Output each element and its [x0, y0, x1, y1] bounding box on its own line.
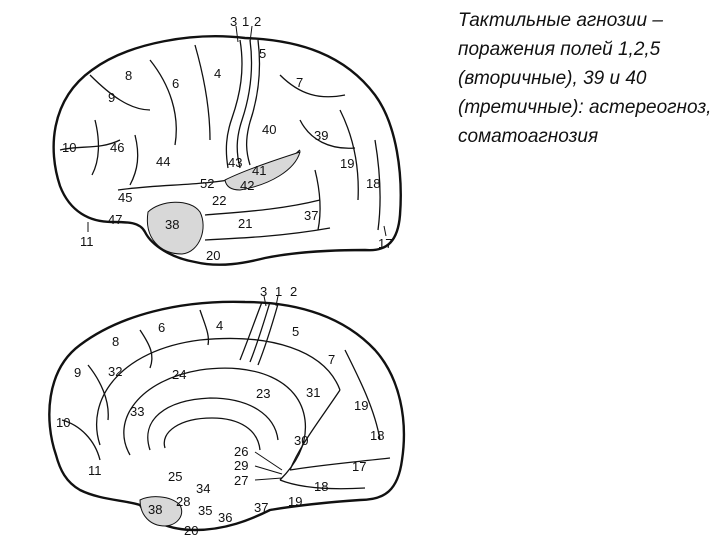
- medial-label-23: 23: [256, 386, 270, 401]
- medial-label-31: 31: [306, 385, 320, 400]
- lateral-label-45: 45: [118, 190, 132, 205]
- lateral-label-11: 11: [80, 234, 94, 249]
- medial-label-17: 17: [352, 459, 366, 474]
- lateral-label-10: 10: [62, 140, 76, 155]
- lateral-label-22: 22: [212, 193, 226, 208]
- medial-label-29: 29: [234, 458, 248, 473]
- medial-label-2: 2: [290, 284, 297, 299]
- lateral-label-19: 19: [340, 156, 354, 171]
- medial-label-33: 33: [130, 404, 144, 419]
- medial-label-1: 1: [275, 284, 282, 299]
- lateral-label-39: 39: [314, 128, 328, 143]
- medial-label-5: 5: [292, 324, 299, 339]
- medial-label-25: 25: [168, 469, 182, 484]
- medial-label-36: 36: [218, 510, 232, 525]
- lateral-label-4: 4: [214, 66, 221, 81]
- lateral-label-3: 3: [230, 14, 237, 29]
- lateral-label-18: 18: [366, 176, 380, 191]
- medial-label-8: 8: [112, 334, 119, 349]
- medial-label-19: 19: [354, 398, 368, 413]
- medial-label-30: 30: [294, 433, 308, 448]
- medial-label-4: 4: [216, 318, 223, 333]
- lateral-label-52: 52: [200, 176, 214, 191]
- lateral-label-40: 40: [262, 122, 276, 137]
- lateral-label-6: 6: [172, 76, 179, 91]
- medial-label-11: 11: [88, 463, 102, 478]
- lateral-brain-view: 3 1 2 5 4 6 7 8 9 40 39 10 46 44 43 41 4…: [54, 14, 401, 265]
- lateral-label-43: 43: [228, 155, 242, 170]
- lateral-label-46: 46: [110, 140, 124, 155]
- lateral-label-42: 42: [240, 178, 254, 193]
- medial-label-34: 34: [196, 481, 210, 496]
- lateral-label-47: 47: [108, 212, 122, 227]
- lateral-label-8: 8: [125, 68, 132, 83]
- medial-label-28: 28: [176, 494, 190, 509]
- medial-label-18: 18: [370, 428, 384, 443]
- lateral-label-5: 5: [259, 46, 266, 61]
- medial-label-7: 7: [328, 352, 335, 367]
- medial-label-26: 26: [234, 444, 248, 459]
- medial-label-3: 3: [260, 284, 267, 299]
- lateral-label-38: 38: [165, 217, 179, 232]
- lateral-label-20: 20: [206, 248, 220, 263]
- lateral-outline: [54, 36, 401, 264]
- lateral-label-21: 21: [238, 216, 252, 231]
- lateral-label-7: 7: [296, 75, 303, 90]
- lateral-label-37: 37: [304, 208, 318, 223]
- lateral-label-17: 17: [378, 236, 392, 251]
- medial-label-32: 32: [108, 364, 122, 379]
- medial-outline: [49, 302, 404, 530]
- medial-label-6: 6: [158, 320, 165, 335]
- medial-label-10: 10: [56, 415, 70, 430]
- medial-brain-view: 3 1 2 6 4 5 8 7 9 32 24 23 31 33 19 10 1…: [49, 284, 404, 538]
- medial-label-38: 38: [148, 502, 162, 517]
- medial-label-24: 24: [172, 367, 186, 382]
- lateral-label-9: 9: [108, 90, 115, 105]
- medial-label-18b: 18: [314, 479, 328, 494]
- medial-label-19b: 19: [288, 494, 302, 509]
- medial-label-20: 20: [184, 523, 198, 538]
- lateral-label-1: 1: [242, 14, 249, 29]
- lateral-label-41: 41: [252, 163, 266, 178]
- medial-label-37: 37: [254, 500, 268, 515]
- medial-label-27: 27: [234, 473, 248, 488]
- lateral-label-44: 44: [156, 154, 170, 169]
- medial-label-9: 9: [74, 365, 81, 380]
- caption-text: Тактильные агнозии – поражения полей 1,2…: [458, 6, 718, 151]
- medial-label-35: 35: [198, 503, 212, 518]
- lateral-label-2: 2: [254, 14, 261, 29]
